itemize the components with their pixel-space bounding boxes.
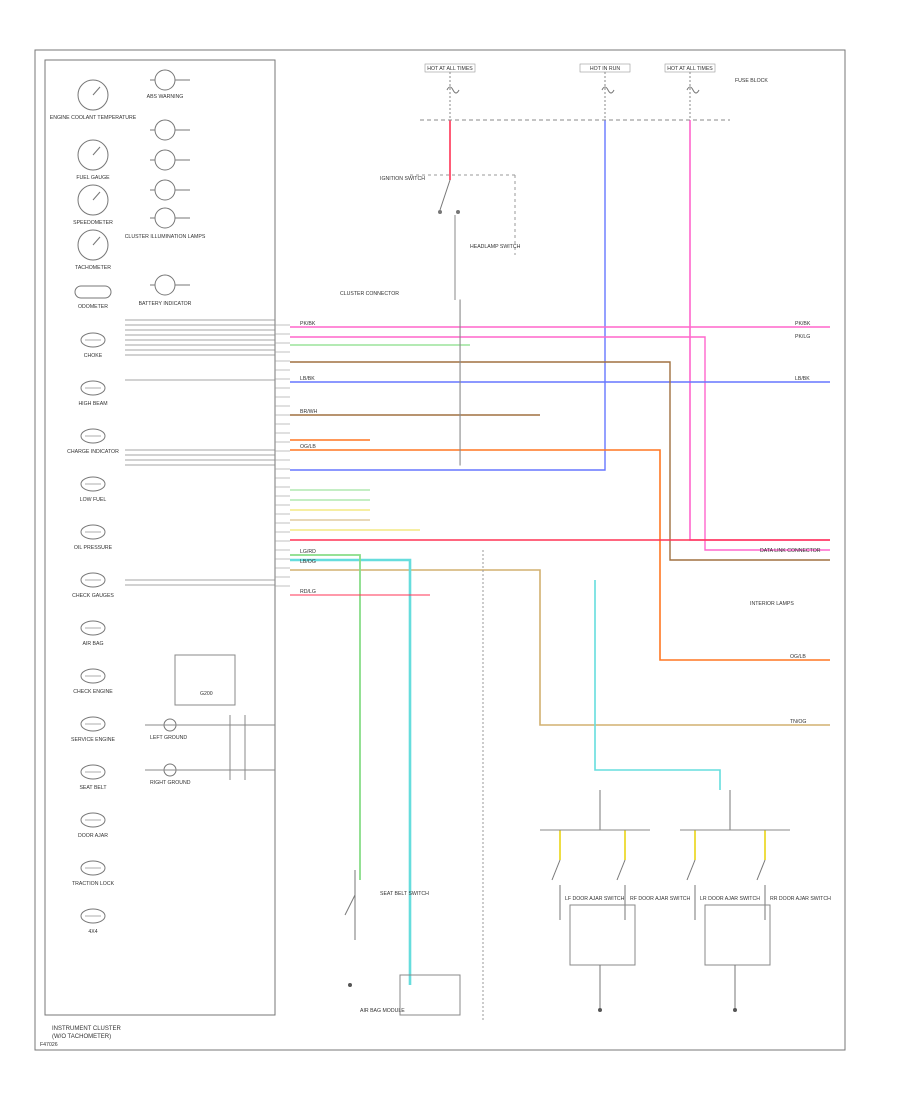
gauge-label: SERVICE ENGINE [71, 737, 116, 743]
ground-side-label: RIGHT GROUND [150, 780, 191, 786]
wire-label: PK/BK [795, 321, 811, 327]
airbag-module-label: AIR BAG MODULE [360, 1008, 405, 1014]
odometer-icon [75, 286, 111, 298]
headlamp-switch-label: HEADLAMP SWITCH [470, 244, 521, 250]
door-switch-label: RF DOOR AJAR SWITCH [630, 896, 690, 902]
lamp-label: CLUSTER ILLUMINATION LAMPS [125, 234, 206, 240]
ground-point-icon [733, 1008, 737, 1012]
interior-lamps-label: INTERIOR LAMPS [750, 601, 794, 607]
gauge-label: ENGINE COOLANT TEMPERATURE [50, 115, 137, 121]
gauge-label: 4X4 [88, 929, 97, 935]
bulb-icon [155, 150, 175, 170]
gauge-label: CHECK GAUGES [72, 593, 114, 599]
fuse-icon [602, 87, 614, 93]
wire-label: OG/LB [300, 444, 316, 450]
door-switch-blade-icon [552, 860, 560, 880]
gauge-label: SEAT BELT [79, 785, 107, 791]
orange-long-wire [290, 450, 830, 660]
gauge-label: SPEEDOMETER [73, 220, 113, 226]
gauge-label: TRACTION LOCK [72, 881, 115, 887]
pink-cluster-wire-2 [290, 337, 830, 550]
gauge-label: LOW FUEL [80, 497, 107, 503]
gauge-label: ODOMETER [78, 304, 108, 310]
gauge-needle-icon [93, 147, 100, 155]
door-switch-blade-icon [687, 860, 695, 880]
ground-label: G200 [200, 691, 213, 697]
cluster-title: INSTRUMENT CLUSTER [52, 1026, 122, 1032]
lamp-group: ABS WARNING CLUSTER ILLUMINATION LAMPS BAT… [125, 70, 206, 307]
fuse-box-label: FUSE BLOCK [735, 78, 768, 84]
ground-box [175, 655, 235, 705]
fuse-label: HOT AT ALL TIMES [667, 66, 713, 72]
tan-long-wire [290, 570, 830, 725]
lamp-label: ABS WARNING [147, 94, 184, 100]
bulb-icon [155, 120, 175, 140]
gauge-label: CHARGE INDICATOR [67, 449, 119, 455]
fuse-label: HOT IN RUN [590, 66, 620, 72]
gauge-label: AIR BAG [82, 641, 103, 647]
switch-blade-icon [440, 180, 450, 210]
wire-label: RD/LG [300, 589, 316, 595]
ground-point-icon [348, 983, 352, 987]
seatbelt-switch-label: SEAT BELT SWITCH [380, 891, 429, 897]
wire-label: LG/RD [300, 549, 316, 555]
gauge-label: CHOKE [84, 353, 103, 359]
bulb-icon [155, 275, 175, 295]
gauge-needle-icon [93, 192, 100, 200]
gauge-label: FUEL GAUGE [76, 175, 110, 181]
door-switch-label: RR DOOR AJAR SWITCH [770, 896, 831, 902]
door-switch-label: LF DOOR AJAR SWITCH [565, 896, 625, 902]
gauge-needle-icon [93, 237, 100, 245]
fuse-icon [687, 87, 699, 93]
wire-label: LB/BK [300, 376, 315, 382]
wire-label: OG/LB [790, 654, 806, 660]
cyan-airbag-wire [290, 560, 410, 985]
gauge-needle-icon [93, 87, 100, 95]
wire-label: TN/OG [790, 719, 806, 725]
bulb-icon [155, 208, 175, 228]
gauge-group: ENGINE COOLANT TEMPERATURE FUEL GAUGE SPEE… [50, 80, 137, 935]
wire-label: LB/OG [300, 559, 316, 565]
wire-label: BR/WH [300, 409, 318, 415]
ground-point-icon [598, 1008, 602, 1012]
ignition-switch-label: IGNITION SWITCH [380, 176, 425, 182]
fuse-icon [447, 87, 459, 93]
cluster-subtitle: (W/O TACHOMETER) [52, 1034, 111, 1040]
seatbelt-switch-blade-icon [345, 895, 355, 915]
lgreen-seatbelt-wire [290, 555, 360, 880]
gauge-label: HIGH BEAM [78, 401, 107, 407]
ground-side-label: LEFT GROUND [150, 735, 187, 741]
gauge-label: TACHOMETER [75, 265, 111, 271]
gauge-label: DOOR AJAR [78, 833, 108, 839]
footer-id: F47026 [40, 1042, 58, 1048]
switch-contact-icon [438, 210, 442, 214]
pink-hot-wire [690, 120, 830, 540]
cyan-door-wire [595, 580, 720, 790]
bulb-icon [155, 180, 175, 200]
data-link-label: DATA LINK CONNECTOR [760, 548, 821, 554]
blue-run-wire [290, 120, 605, 470]
door-switch-label: LR DOOR AJAR SWITCH [700, 896, 760, 902]
cluster-box [45, 60, 275, 1015]
lamp-label: BATTERY INDICATOR [139, 301, 192, 307]
wire-label: PK/LG [795, 334, 810, 340]
wire-label: PK/BK [300, 321, 316, 327]
gauge-label: CHECK ENGINE [73, 689, 113, 695]
wire-label: LB/BK [795, 376, 810, 382]
fuse-label: HOT AT ALL TIMES [427, 66, 473, 72]
bulb-icon [155, 70, 175, 90]
door-switch-blade-icon [757, 860, 765, 880]
door-switch-blade-icon [617, 860, 625, 880]
door-module-box-right [705, 905, 770, 965]
gauge-label: OIL PRESSURE [74, 545, 113, 551]
switch-contact-icon [456, 210, 460, 214]
component-group: HOT AT ALL TIMES HOT IN RUN HOT AT ALL TIM… [125, 64, 831, 1020]
cluster-connector-label: CLUSTER CONNECTOR [340, 291, 399, 297]
